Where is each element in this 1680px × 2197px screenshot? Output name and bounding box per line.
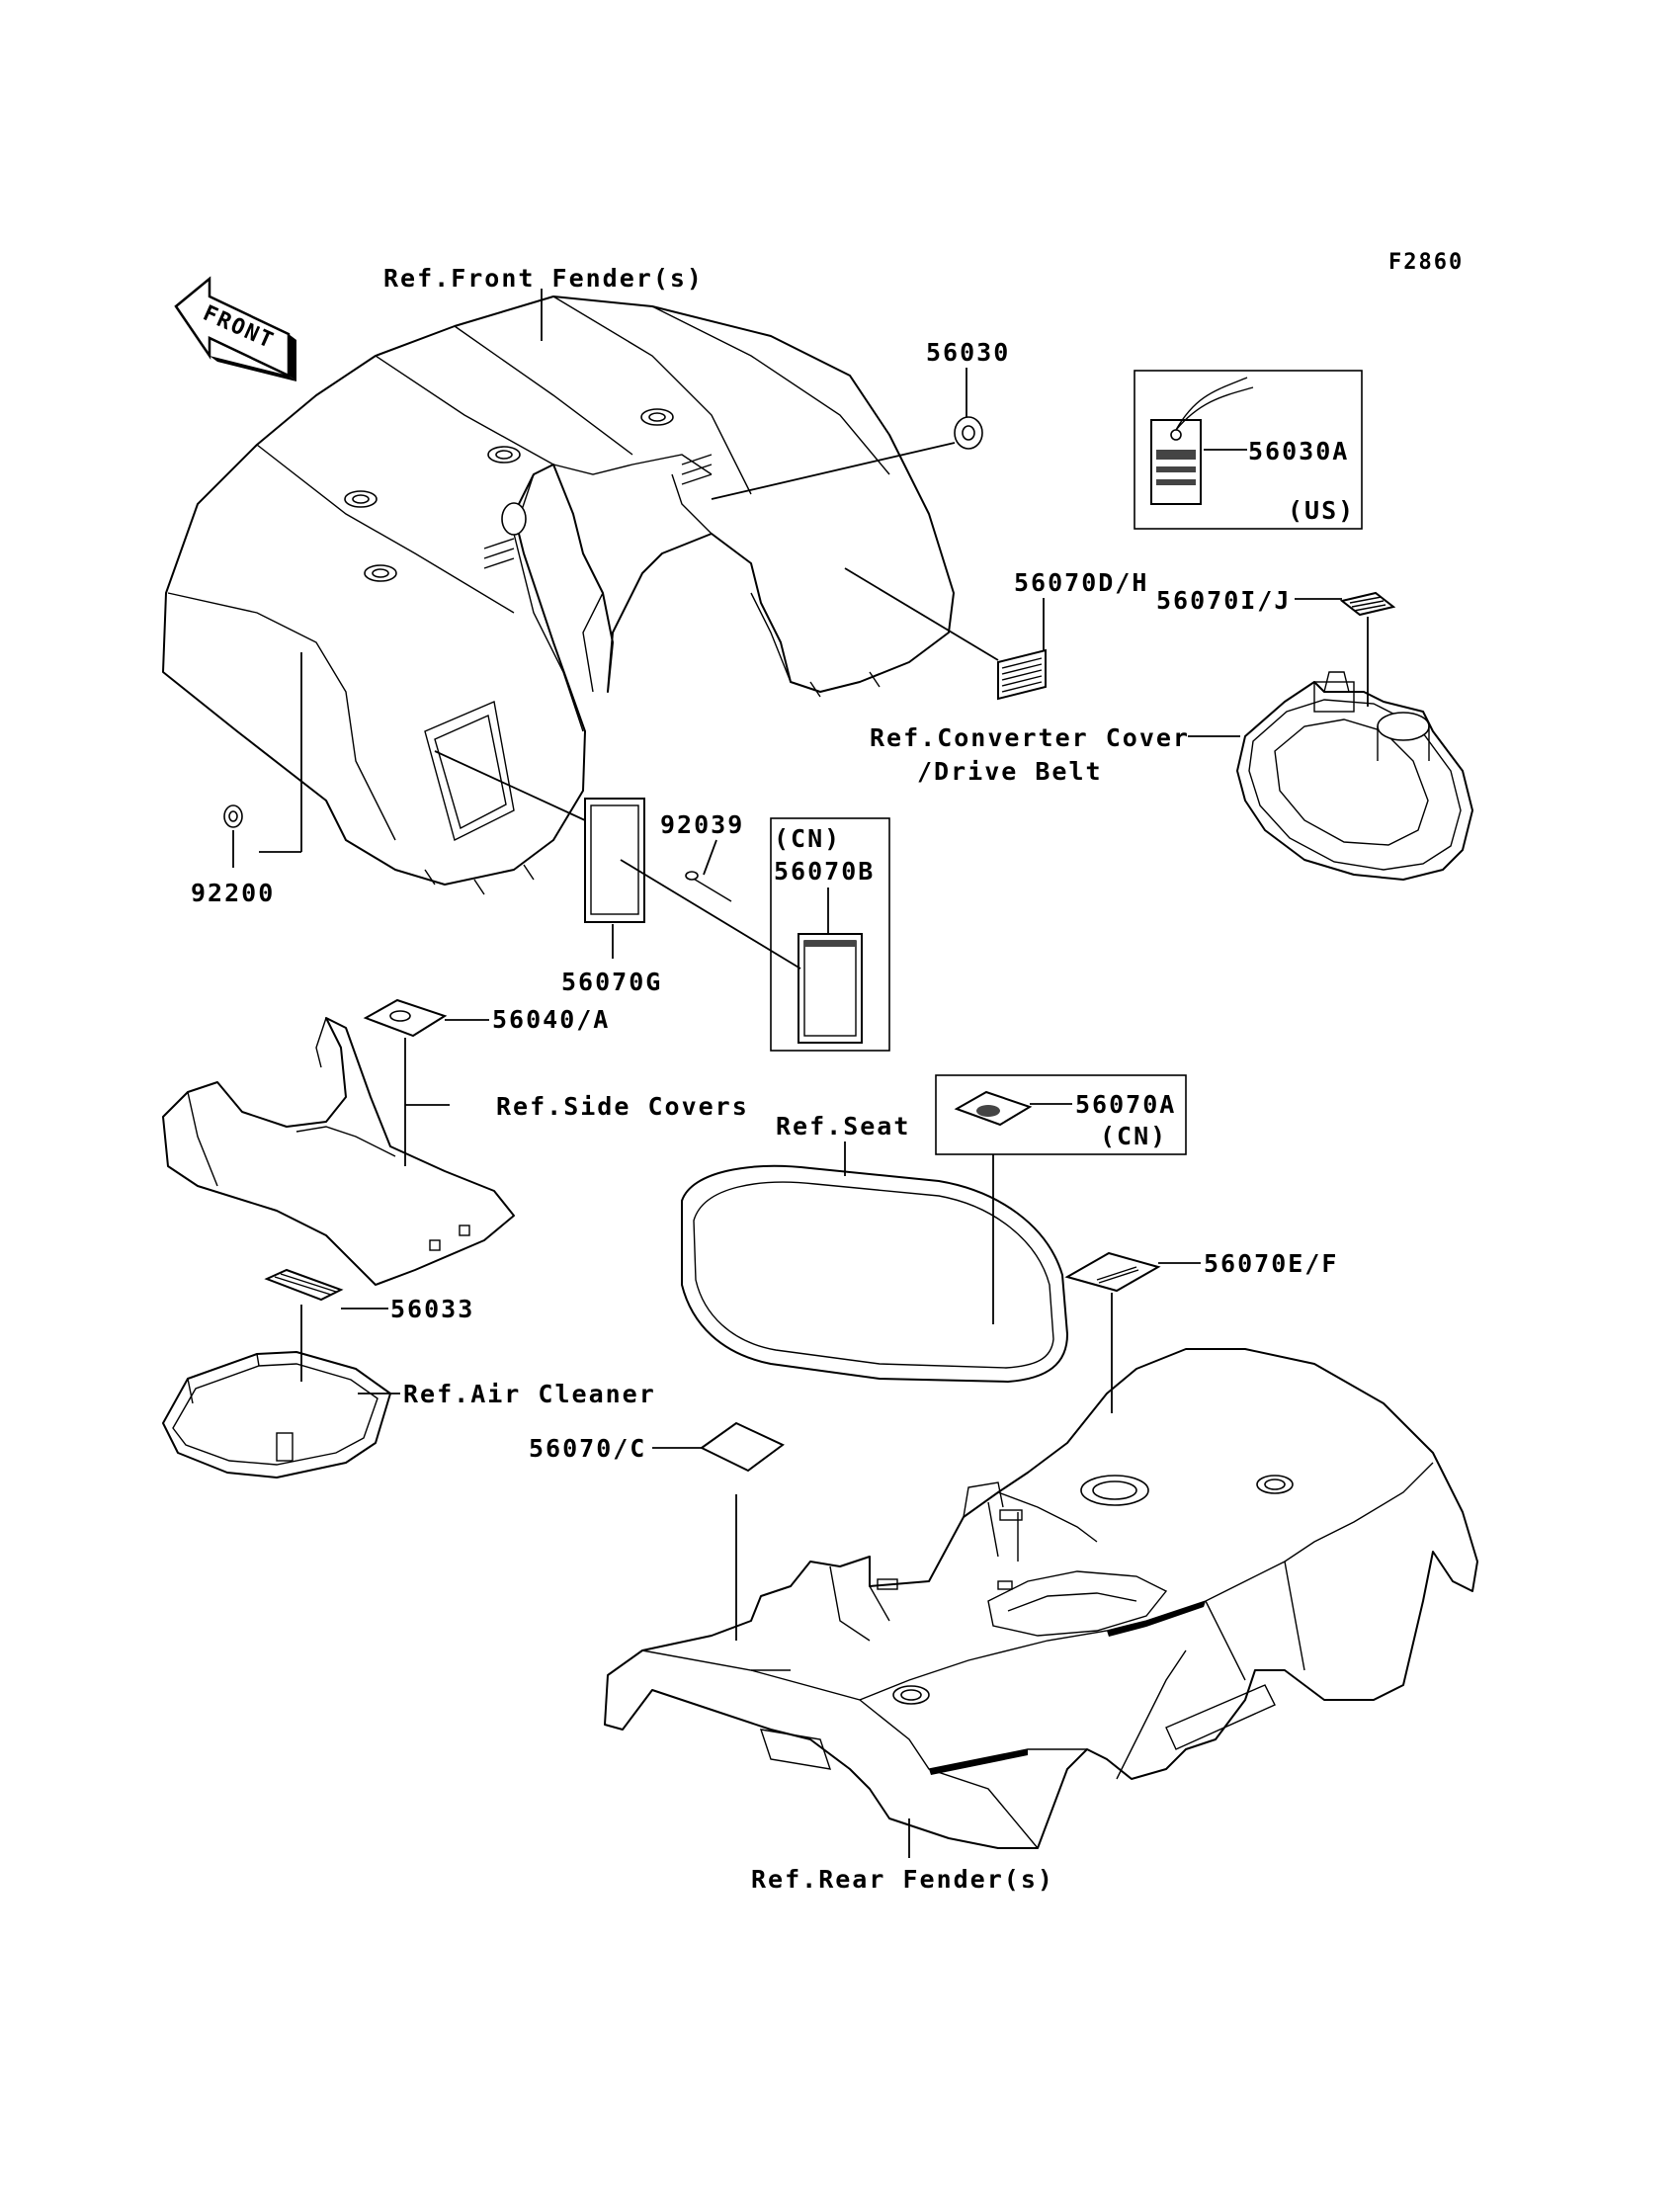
label-92039: 92039 xyxy=(660,810,744,839)
decal-56040A-icon xyxy=(363,998,448,1038)
seat-drawing xyxy=(681,1164,1068,1383)
label-56070DH: 56070D/H xyxy=(1014,568,1148,597)
label-56040A: 56040/A xyxy=(492,1005,610,1034)
decal-56070B-icon xyxy=(798,933,863,1044)
label-56033: 56033 xyxy=(390,1295,474,1323)
screw-92039-icon xyxy=(685,871,732,902)
decal-56070C-icon xyxy=(700,1421,785,1473)
converter-cover-drawing xyxy=(1236,671,1473,881)
front-arrow-icon: FRONT xyxy=(174,276,296,381)
decal-56070G-icon xyxy=(584,798,645,923)
decal-56070A-icon xyxy=(954,1090,1033,1127)
label-56030A: 56030A xyxy=(1248,437,1349,465)
label-92200: 92200 xyxy=(191,879,275,907)
label-56070B: 56070B xyxy=(774,857,875,886)
tag-56030A-icon xyxy=(1150,377,1254,505)
rear-fender-drawing xyxy=(604,1348,1478,1849)
decal-56070IJ-icon xyxy=(1339,591,1396,617)
front-fender-drawing xyxy=(162,296,955,895)
decal-56033-icon xyxy=(264,1268,344,1302)
label-converter-cover: Ref.Converter Cover xyxy=(870,723,1190,752)
grommet-92200-icon xyxy=(223,804,243,828)
decal-56070DH-icon xyxy=(997,648,1047,701)
air-cleaner-drawing xyxy=(162,1351,391,1479)
label-56070EF: 56070E/F xyxy=(1204,1249,1338,1278)
label-rear-fender: Ref.Rear Fender(s) xyxy=(751,1865,1054,1894)
leader-lines xyxy=(232,289,1369,1858)
figure-id: F2860 xyxy=(1388,250,1464,275)
label-56070IJ: 56070I/J xyxy=(1156,586,1291,615)
label-56030: 56030 xyxy=(926,338,1010,367)
grommet-56030-icon xyxy=(954,416,983,450)
labels: Ref.Front Fender(s) 56030 56030A (US) 56… xyxy=(191,264,1355,1894)
label-seat: Ref.Seat xyxy=(776,1112,910,1141)
box-56030A xyxy=(1134,370,1363,530)
label-56070A: 56070A xyxy=(1075,1090,1176,1119)
label-56070C: 56070/C xyxy=(529,1434,646,1463)
label-cn-a: (CN) xyxy=(1100,1122,1167,1150)
label-56070G: 56070G xyxy=(561,968,662,996)
box-56070A xyxy=(935,1074,1187,1155)
decal-56070EF-icon xyxy=(1064,1251,1161,1293)
label-cn-b: (CN) xyxy=(774,824,841,853)
label-us: (US) xyxy=(1288,496,1355,525)
box-56070B xyxy=(770,817,890,1052)
side-covers-drawing xyxy=(162,1017,515,1286)
label-front-fender: Ref.Front Fender(s) xyxy=(383,264,704,293)
label-air-cleaner: Ref.Air Cleaner xyxy=(403,1380,656,1408)
label-side-covers: Ref.Side Covers xyxy=(496,1092,749,1121)
label-drive-belt: /Drive Belt xyxy=(917,757,1103,786)
